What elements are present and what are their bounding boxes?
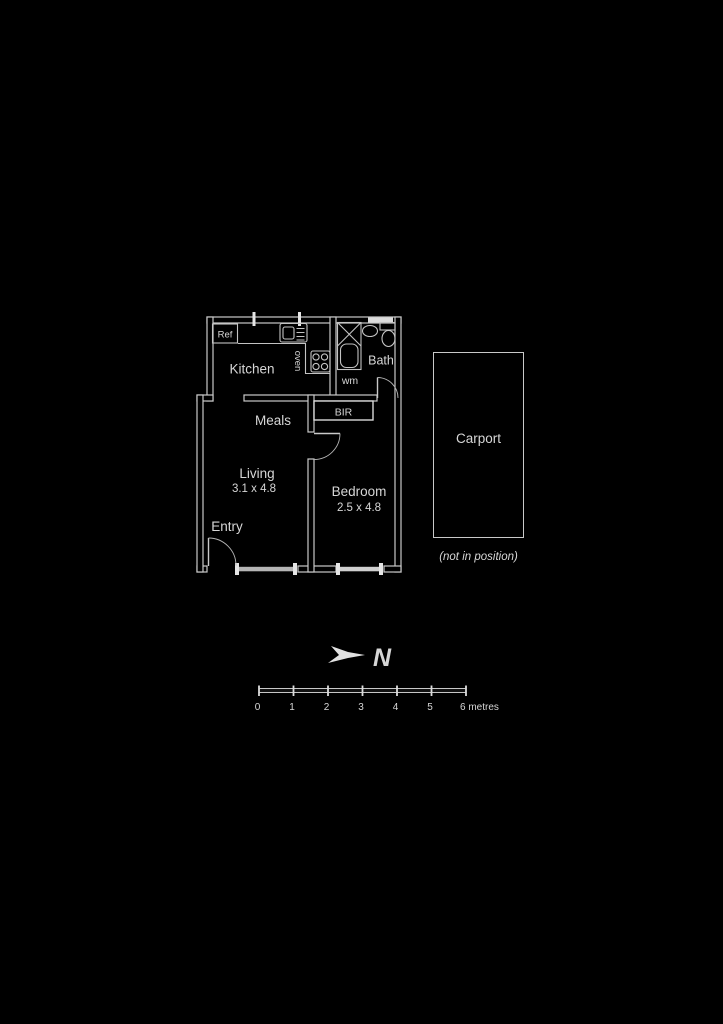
scale-bar: 0 1 2 3 4 5 6 metres: [255, 685, 499, 713]
living-window-cap-left: [235, 563, 239, 575]
bathtub-inner: [339, 343, 359, 369]
bedroom-window-cap-left: [336, 563, 340, 575]
wall-kitchen-bath: [329, 316, 337, 402]
scale-tick-label: 4: [393, 702, 399, 713]
oven-label: oven: [292, 351, 303, 372]
bath-door-arc: [377, 377, 399, 399]
wall-right: [394, 316, 402, 573]
bedroom-dimensions: 2.5 x 4.8: [337, 502, 381, 514]
living-window-cap-right: [293, 563, 297, 575]
carport-note: (not in position): [439, 551, 518, 563]
bedroom-door-arc: [313, 433, 341, 460]
scale-tick-label: 3: [358, 702, 364, 713]
north-label: N: [373, 644, 392, 672]
basin-icon: [361, 324, 379, 338]
entry-label: Entry: [211, 519, 243, 534]
wall-bedroom-upper: [307, 394, 315, 433]
wall-left-lower: [196, 394, 204, 573]
bench-edge: [238, 342, 330, 375]
scale-tick-label: 0: [255, 702, 261, 713]
bedroom-window: [340, 566, 380, 572]
burner-icon: [312, 362, 320, 371]
wall-bottom-right: [383, 565, 402, 573]
kitchen-fixtures: [211, 322, 331, 375]
scale-tick-label: 5: [427, 702, 433, 713]
bir-label: BIR: [335, 407, 353, 419]
scale-tick-label: 2: [324, 702, 330, 713]
burner-icon: [320, 362, 329, 371]
wall-bottom-mid: [297, 565, 337, 573]
toilet-cistern-icon: [379, 321, 396, 331]
bath-window: [368, 317, 393, 323]
bath-label: Bath: [368, 354, 394, 368]
north-arrow: N: [328, 644, 392, 672]
room-labels: Kitchen Meals Living 3.1 x 4.8 Bedroom 2…: [211, 330, 394, 535]
scale-bar-ticks: [258, 685, 467, 696]
toilet-bowl-icon: [381, 329, 396, 348]
meals-label: Meals: [255, 413, 291, 428]
north-arrow-icon: [328, 646, 365, 663]
burner-icon: [320, 353, 329, 361]
sink-bowl: [282, 326, 295, 340]
cooktop-icon: [310, 350, 331, 373]
entry-door-arc: [208, 537, 237, 566]
sink-icon: [279, 322, 308, 343]
burner-icon: [312, 353, 320, 361]
bir-closet: [313, 400, 374, 421]
washing-machine-label: wm: [341, 375, 359, 387]
living-dimensions: 3.1 x 4.8: [232, 483, 276, 495]
carport: Carport (not in position): [433, 352, 524, 563]
carport-label: Carport: [456, 431, 501, 446]
carport-outline: [433, 352, 524, 538]
doors: [207, 377, 399, 566]
scale-end-label: 6 metres: [460, 702, 499, 713]
kitchen-label: Kitchen: [229, 362, 274, 377]
kitchen-window-tick-left: [252, 312, 256, 326]
scale-tick-label: 1: [289, 702, 295, 713]
kitchen-window-tick-right: [298, 312, 301, 326]
bath-fixtures: [336, 321, 396, 371]
fridge-label: Ref: [218, 330, 233, 341]
wall-bedroom-lower: [307, 458, 315, 573]
shower-cross-icon: [337, 322, 362, 347]
bedroom-label: Bedroom: [332, 484, 387, 499]
bedroom-window-cap-right: [379, 563, 383, 575]
living-label: Living: [239, 466, 274, 481]
living-window: [239, 566, 294, 572]
fridge-icon: [211, 323, 239, 344]
windows: [235, 312, 393, 575]
sink-drainer: [296, 327, 305, 341]
